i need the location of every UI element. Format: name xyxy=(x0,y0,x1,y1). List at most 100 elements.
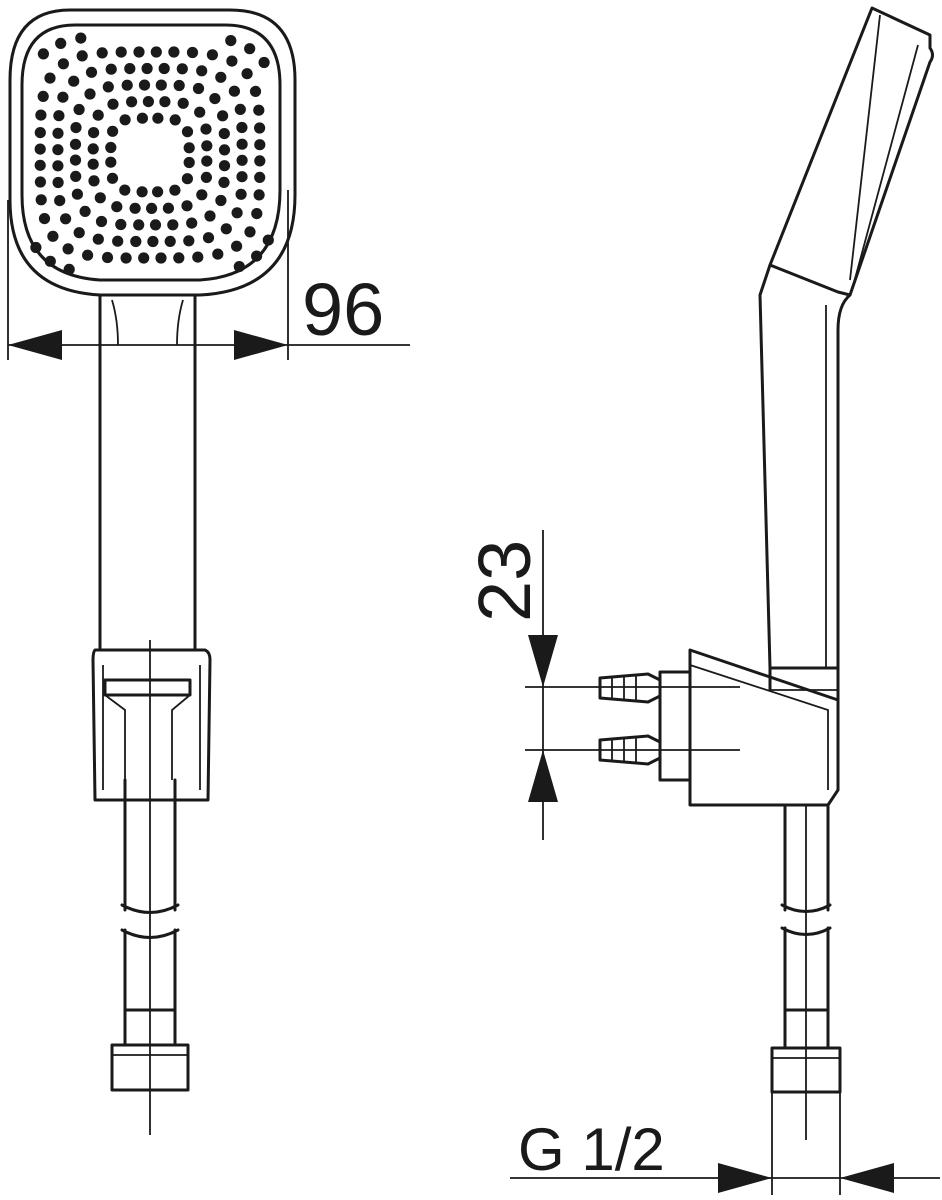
nozzle-dot xyxy=(105,141,117,154)
nozzle-dot xyxy=(236,154,248,166)
nozzle-dot xyxy=(168,46,180,58)
nozzle-dot xyxy=(79,205,91,217)
nozzle-dot xyxy=(244,226,256,238)
nozzle-dot xyxy=(167,219,179,231)
wall-plug-upper xyxy=(598,672,662,704)
nozzle-dot xyxy=(57,91,69,103)
nozzle-dot xyxy=(101,251,114,264)
nozzle-dot xyxy=(34,176,47,188)
dim-23-arrow-bottom xyxy=(528,750,558,802)
shower-head-outer xyxy=(8,8,297,297)
nozzle-dot xyxy=(133,46,145,58)
nozzle-dot xyxy=(169,114,181,126)
nozzle-dot xyxy=(204,210,216,222)
nozzle-dot xyxy=(37,90,49,102)
nozzle-dot xyxy=(120,252,132,264)
nozzle-dot xyxy=(218,144,231,156)
nozzle-dot xyxy=(196,65,208,77)
nozzle-dot xyxy=(95,215,108,228)
nozzle-dot xyxy=(262,234,274,246)
nozzle-dot xyxy=(159,96,171,108)
hose-lower xyxy=(123,928,177,1012)
front-view: 96 xyxy=(7,8,410,1135)
nozzle-dot xyxy=(220,223,232,235)
nozzle-dot xyxy=(92,233,104,245)
nozzle-dot xyxy=(249,85,262,97)
nozzle-dot xyxy=(75,32,87,44)
nozzle-dot xyxy=(150,46,162,58)
nozzle-dot xyxy=(82,249,94,261)
nozzle-dot xyxy=(152,186,164,198)
nozzle-dot xyxy=(52,127,64,139)
nozzle-dot xyxy=(107,125,119,137)
nozzle-dot xyxy=(155,79,167,91)
wall-holder-front xyxy=(91,648,212,802)
nozzle-dot xyxy=(244,43,256,55)
thread-dimension-label: G 1/2 xyxy=(518,1116,665,1183)
nozzle-dot xyxy=(236,171,248,183)
nozzle-dot xyxy=(68,75,80,87)
nozzle-dot xyxy=(34,127,46,139)
nozzle-dot xyxy=(52,160,64,172)
nozzle-dot xyxy=(106,172,119,184)
nozzle-dot xyxy=(34,143,46,155)
dim-23-arrow-top xyxy=(528,635,558,687)
nozzle-dot xyxy=(138,252,150,264)
nozzle-dot xyxy=(147,235,159,248)
shower-head-nozzle-face xyxy=(851,44,919,291)
wall-holder-side xyxy=(688,648,840,807)
nozzle-dot xyxy=(181,200,193,212)
nozzle-dot xyxy=(60,213,72,225)
nozzle-dot xyxy=(181,173,193,185)
nozzle-dot xyxy=(124,63,136,75)
nozzle-dot xyxy=(47,230,59,242)
nozzle-dot xyxy=(69,138,82,150)
nozzle-dot xyxy=(186,46,199,59)
nozzle-dot xyxy=(121,79,133,91)
nozzle-dot xyxy=(225,35,237,47)
nozzle-dot xyxy=(201,155,213,167)
nozzle-dot xyxy=(63,263,75,275)
nozzle-dot xyxy=(254,171,266,183)
nozzle-dot xyxy=(136,112,148,124)
nozzle-dot xyxy=(94,192,106,204)
nozzle-dot xyxy=(119,184,131,196)
nozzle-dot xyxy=(115,218,127,231)
nozzle-dot xyxy=(92,109,104,121)
nozzle-dot xyxy=(236,121,248,134)
nozzle-dot xyxy=(34,159,46,171)
nozzle-dot xyxy=(84,88,96,100)
nozzle-dot xyxy=(53,110,65,122)
nozzle-dot xyxy=(231,240,243,252)
nozzle-dot xyxy=(129,202,141,214)
nozzle-dot xyxy=(177,97,189,109)
nozzle-dot xyxy=(173,79,185,92)
nozzle-dot xyxy=(251,208,263,220)
nozzle-dot xyxy=(212,248,224,260)
nozzle-dot xyxy=(138,79,151,91)
holder-collar xyxy=(103,678,192,697)
nozzle-dot xyxy=(96,47,108,59)
nozzle-dot xyxy=(44,72,56,84)
nozzle-dot xyxy=(70,170,82,182)
nozzle-dot xyxy=(200,123,212,135)
nozzle-dot xyxy=(181,126,194,138)
handle-side xyxy=(758,263,852,670)
nozzle-dot xyxy=(253,104,265,116)
nozzle-dot xyxy=(254,122,266,134)
dim-thread-arrow-right xyxy=(840,1163,894,1193)
nozzle-dot xyxy=(87,158,99,170)
holder-side-face xyxy=(689,664,829,790)
nozzle-dot xyxy=(35,194,47,206)
nozzle-dot xyxy=(111,201,123,213)
nozzle-dot xyxy=(87,143,99,155)
nozzle-dot xyxy=(176,63,188,75)
nozzle-dot xyxy=(130,235,142,248)
nozzle-dot xyxy=(57,58,69,70)
nozzle-dot xyxy=(38,213,51,225)
nozzle-dot xyxy=(136,186,148,198)
hose-break-top xyxy=(120,903,180,914)
nozzle-dot xyxy=(35,109,47,121)
nozzle-dot xyxy=(218,160,231,172)
nozzle-dot xyxy=(88,175,100,187)
